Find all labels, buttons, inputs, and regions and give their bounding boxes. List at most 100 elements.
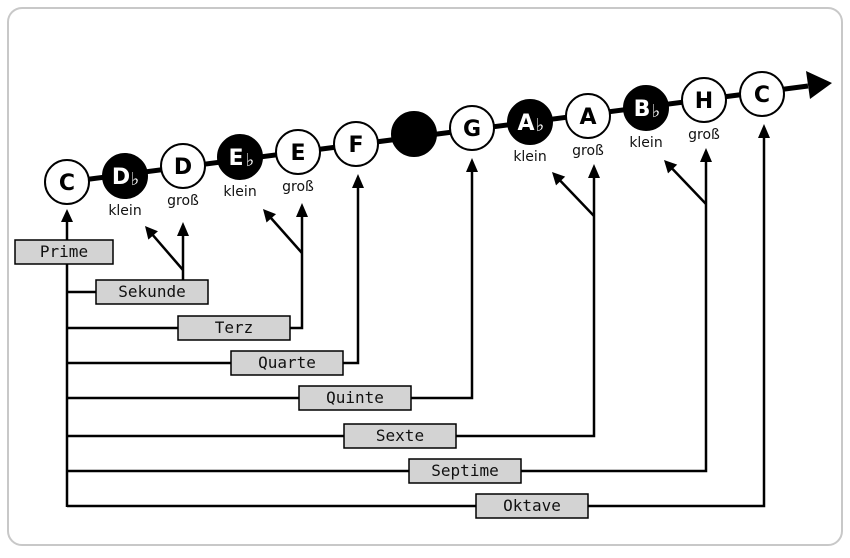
note-letter: E (228, 146, 243, 171)
interval-label: Sexte (376, 426, 424, 445)
interval-label: Quarte (258, 353, 316, 372)
gross-label: groß (167, 193, 199, 209)
note-circle (449, 105, 495, 151)
note-circle (160, 143, 206, 189)
note-g: G (449, 105, 495, 151)
note-circle (565, 93, 611, 139)
interval-box-rect (177, 315, 291, 341)
interval-box-rect (475, 493, 589, 519)
flat-sign: ♭ (246, 150, 255, 171)
interval-box-rect (343, 423, 457, 449)
note-circle (623, 85, 669, 131)
note-d: D (160, 143, 206, 189)
sekunde-arrowhead (177, 222, 189, 236)
interval-box-rect (95, 279, 209, 305)
note-black-key (391, 111, 437, 157)
flat-sign: ♭ (536, 115, 545, 136)
sexte-minor-link (558, 178, 595, 217)
note-letter: A (579, 105, 596, 130)
note-letter: C (754, 83, 770, 108)
note-c: C (44, 159, 90, 205)
note-letter: A (517, 111, 534, 136)
note-circle (333, 121, 379, 167)
quinte-arrowhead (466, 158, 478, 172)
interval-box-rect (298, 385, 412, 411)
sexte-minor-arrowhead (552, 172, 566, 186)
prime-arrowhead (61, 209, 73, 222)
note-circle (391, 111, 437, 157)
note-letter: B (634, 97, 651, 122)
note-circle (681, 77, 727, 123)
septime-minor-link (670, 166, 707, 205)
sexte-arrowhead (588, 164, 600, 178)
note-letter: E (290, 141, 305, 166)
terz-minor-link (268, 215, 303, 254)
interval-label: Prime (40, 242, 88, 261)
note-circle (217, 134, 263, 180)
interval-boxes: PrimeSekundeTerzQuarteQuinteSexteSeptime… (14, 239, 589, 519)
terz-arrowhead (296, 203, 308, 217)
septime-arrowhead (700, 148, 712, 162)
note-letter: D (112, 165, 130, 190)
note-c: C (739, 71, 785, 117)
note-d-flat: D♭ (102, 153, 148, 199)
oktave-target-link (588, 136, 766, 508)
gross-label: groß (572, 143, 604, 159)
note-letter: H (695, 89, 713, 114)
interval-box-prime: Prime (14, 239, 114, 265)
interval-box-oktave: Oktave (475, 493, 589, 519)
interval-box-rect (408, 458, 522, 484)
note-letter: C (59, 171, 75, 196)
note-circle (102, 153, 148, 199)
quarte-arrowhead (352, 174, 364, 188)
note-b-flat: B♭ (623, 85, 669, 131)
note-circle (507, 99, 553, 145)
sexte-target-link (456, 176, 596, 438)
klein-label: klein (629, 135, 662, 151)
note-circle (44, 159, 90, 205)
note-circle (739, 71, 785, 117)
note-a-flat: A♭ (507, 99, 553, 145)
interval-box-sexte: Sexte (343, 423, 457, 449)
terz-minor-arrowhead (263, 209, 277, 223)
interval-box-sekunde: Sekunde (95, 279, 209, 305)
note-letter: F (348, 133, 363, 158)
note-e: E (275, 129, 321, 175)
interval-label: Terz (215, 318, 254, 337)
gross-label: groß (688, 127, 720, 143)
sekunde-minor-link (150, 232, 184, 271)
interval-label: Septime (431, 461, 498, 480)
klein-label: klein (108, 203, 141, 219)
scale-arrowhead (806, 71, 832, 99)
note-e-flat: E♭ (217, 134, 263, 180)
sekunde-minor-arrowhead (145, 226, 158, 240)
note-circle (275, 129, 321, 175)
note-h: H (681, 77, 727, 123)
septime-minor-arrowhead (664, 160, 678, 174)
interval-box-terz: Terz (177, 315, 291, 341)
note-letter: G (463, 117, 481, 142)
oktave-arrowhead (758, 124, 770, 138)
septime-target-link (521, 160, 708, 473)
note-f: F (333, 121, 379, 167)
interval-label: Oktave (503, 496, 561, 515)
note-letter: D (174, 155, 192, 180)
quinte-target-link (411, 170, 474, 400)
interval-label: Sekunde (118, 282, 185, 301)
gross-label: groß (282, 179, 314, 195)
interval-box-quarte: Quarte (230, 350, 344, 376)
flat-sign: ♭ (652, 101, 661, 122)
flat-sign: ♭ (131, 169, 140, 190)
interval-box-quinte: Quinte (298, 385, 412, 411)
interval-label: Quinte (326, 388, 384, 407)
interval-box-septime: Septime (408, 458, 522, 484)
quarte-target-link (343, 186, 360, 365)
interval-box-rect (14, 239, 114, 265)
klein-label: klein (223, 184, 256, 200)
connector-lines (61, 124, 770, 508)
note-a: A (565, 93, 611, 139)
interval-box-rect (230, 350, 344, 376)
